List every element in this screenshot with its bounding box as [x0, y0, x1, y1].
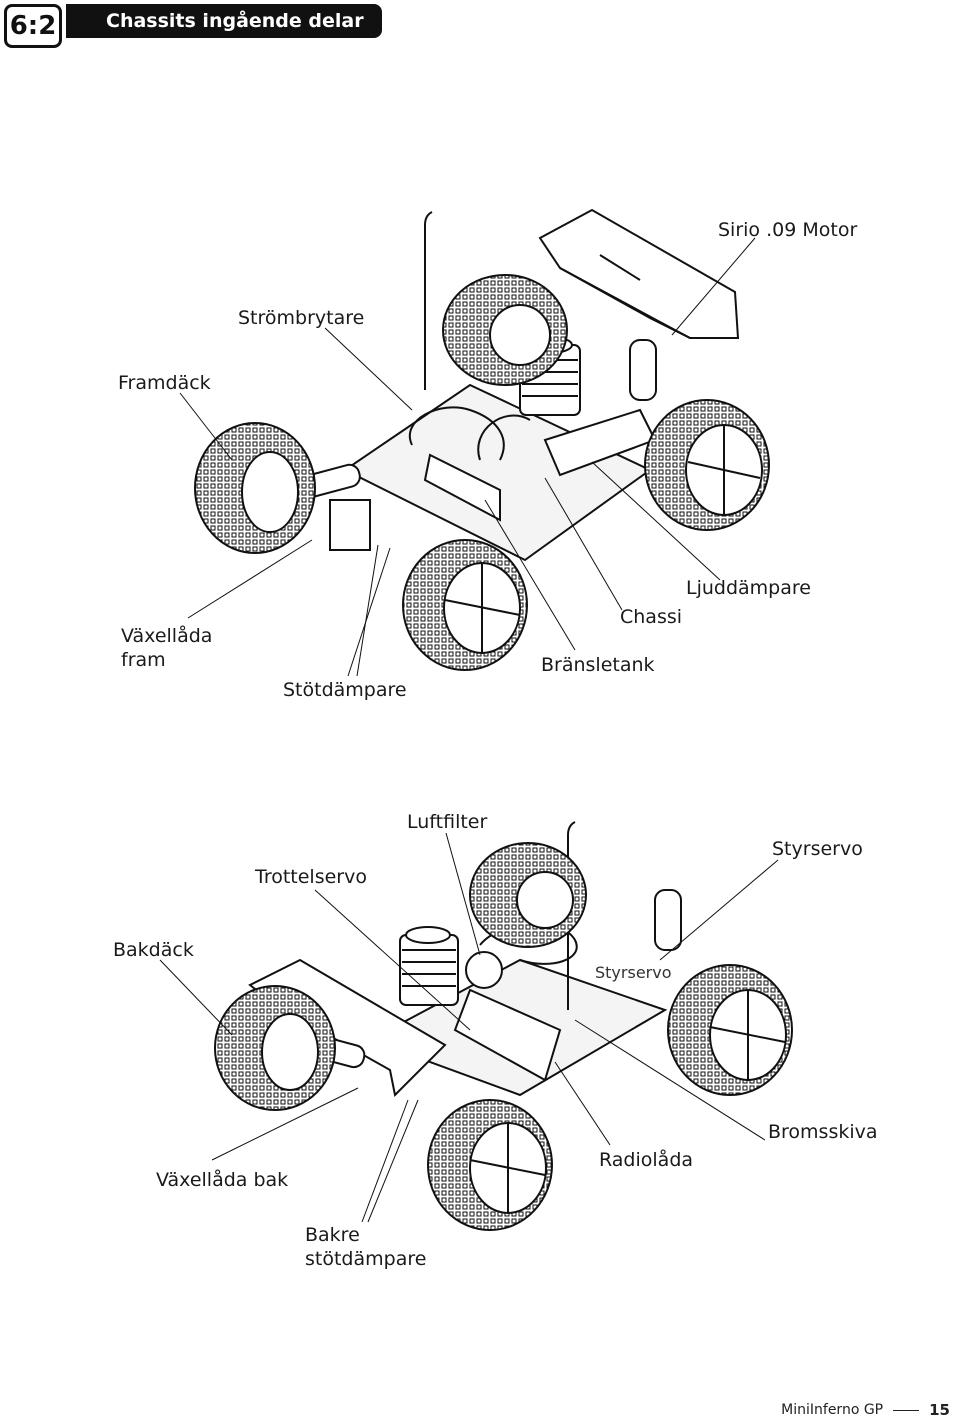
bottom-air-filter [465, 951, 503, 989]
label-bakre-stotdampare: Bakre stötdämpare [305, 1223, 426, 1271]
label-bakdack: Bakdäck [113, 939, 194, 961]
bottom-rear-left-tyre [214, 985, 336, 1111]
bottom-engine [399, 926, 459, 1006]
top-rear-shock [629, 339, 657, 401]
top-front-right-tyre [402, 539, 528, 671]
footer-dash [893, 1409, 920, 1411]
top-chassis-plate [343, 383, 652, 562]
label-chassi: Chassi [620, 606, 683, 628]
top-car-illustration [194, 208, 770, 671]
section-number-badge: 6:2 [4, 4, 62, 48]
label-vaxellada-fram: Växellåda fram [121, 624, 212, 672]
top-antenna [424, 211, 433, 390]
page-footer: MiniInferno GP 15 [781, 1401, 950, 1419]
label-motor: Sirio .09 Motor [718, 219, 858, 241]
bottom-front-shock [654, 889, 682, 951]
label-strombrytare: Strömbrytare [238, 307, 365, 329]
label-styrservo: Styrservo [772, 838, 863, 860]
label-styrservo-inset: Styrservo [595, 963, 672, 982]
label-vaxellada-fram-line2: fram [121, 649, 166, 671]
top-rear-left-tyre [442, 274, 568, 386]
label-trottelservo: Trottelservo [255, 866, 367, 888]
label-vaxellada-bak: Växellåda bak [156, 1169, 289, 1191]
bottom-radio-box [453, 988, 562, 1082]
footer-product: MiniInferno GP [781, 1402, 884, 1418]
top-fuel-tank [423, 453, 501, 522]
top-front-left-tyre [194, 422, 316, 554]
label-ljuddampare: Ljuddämpare [686, 577, 811, 599]
bottom-front-left-tyre [469, 842, 587, 948]
top-leader-lines [179, 237, 756, 677]
bottom-front-right-tyre [667, 964, 793, 1096]
label-radiolada: Radiolåda [599, 1149, 694, 1171]
bottom-rear-right-tyre [427, 1099, 553, 1231]
top-rear-right-tyre [644, 399, 770, 531]
label-stotdampare: Stötdämpare [283, 679, 407, 701]
top-front-gearbox [329, 499, 371, 551]
label-luftfilter: Luftfilter [407, 811, 488, 833]
bottom-car-illustration [214, 821, 793, 1231]
label-bromsskiva: Bromsskiva [768, 1121, 878, 1143]
bottom-leader-lines [159, 832, 779, 1223]
label-vaxellada-fram-line1: Växellåda [121, 625, 213, 647]
page-number: 15 [929, 1401, 950, 1419]
label-bakre-line1: Bakre [305, 1224, 360, 1246]
label-framdack: Framdäck [118, 372, 211, 394]
top-rear-wing [538, 208, 740, 339]
label-bakre-line2: stötdämpare [305, 1248, 427, 1270]
section-title: Chassits ingående delar [66, 4, 382, 38]
label-bransletank: Bränsletank [541, 654, 655, 676]
